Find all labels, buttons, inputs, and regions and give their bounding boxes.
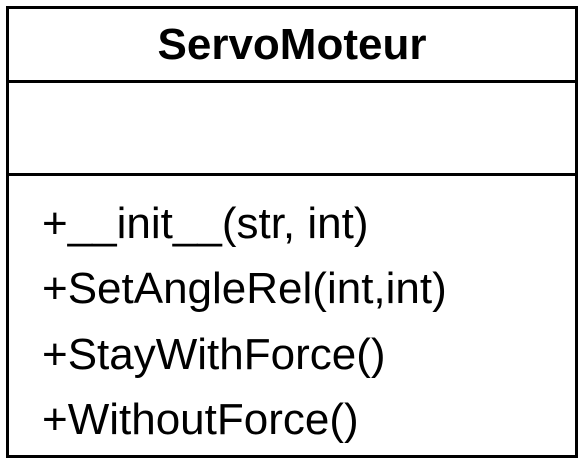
operation-set-angle-rel: +SetAngleRel(int,int) [42,264,447,313]
operation-without-force: +WithoutForce() [42,395,359,444]
class-name-compartment: ServoMoteur [9,9,575,83]
operation-init: +__init__(str, int) [42,199,369,248]
operation-stay-with-force: +StayWithForce() [42,330,386,379]
operations-compartment: +__init__(str, int) +SetAngleRel(int,int… [9,176,575,455]
attributes-compartment [9,83,575,176]
uml-class-box: ServoMoteur +__init__(str, int) +SetAngl… [6,6,578,458]
class-name: ServoMoteur [157,19,427,69]
